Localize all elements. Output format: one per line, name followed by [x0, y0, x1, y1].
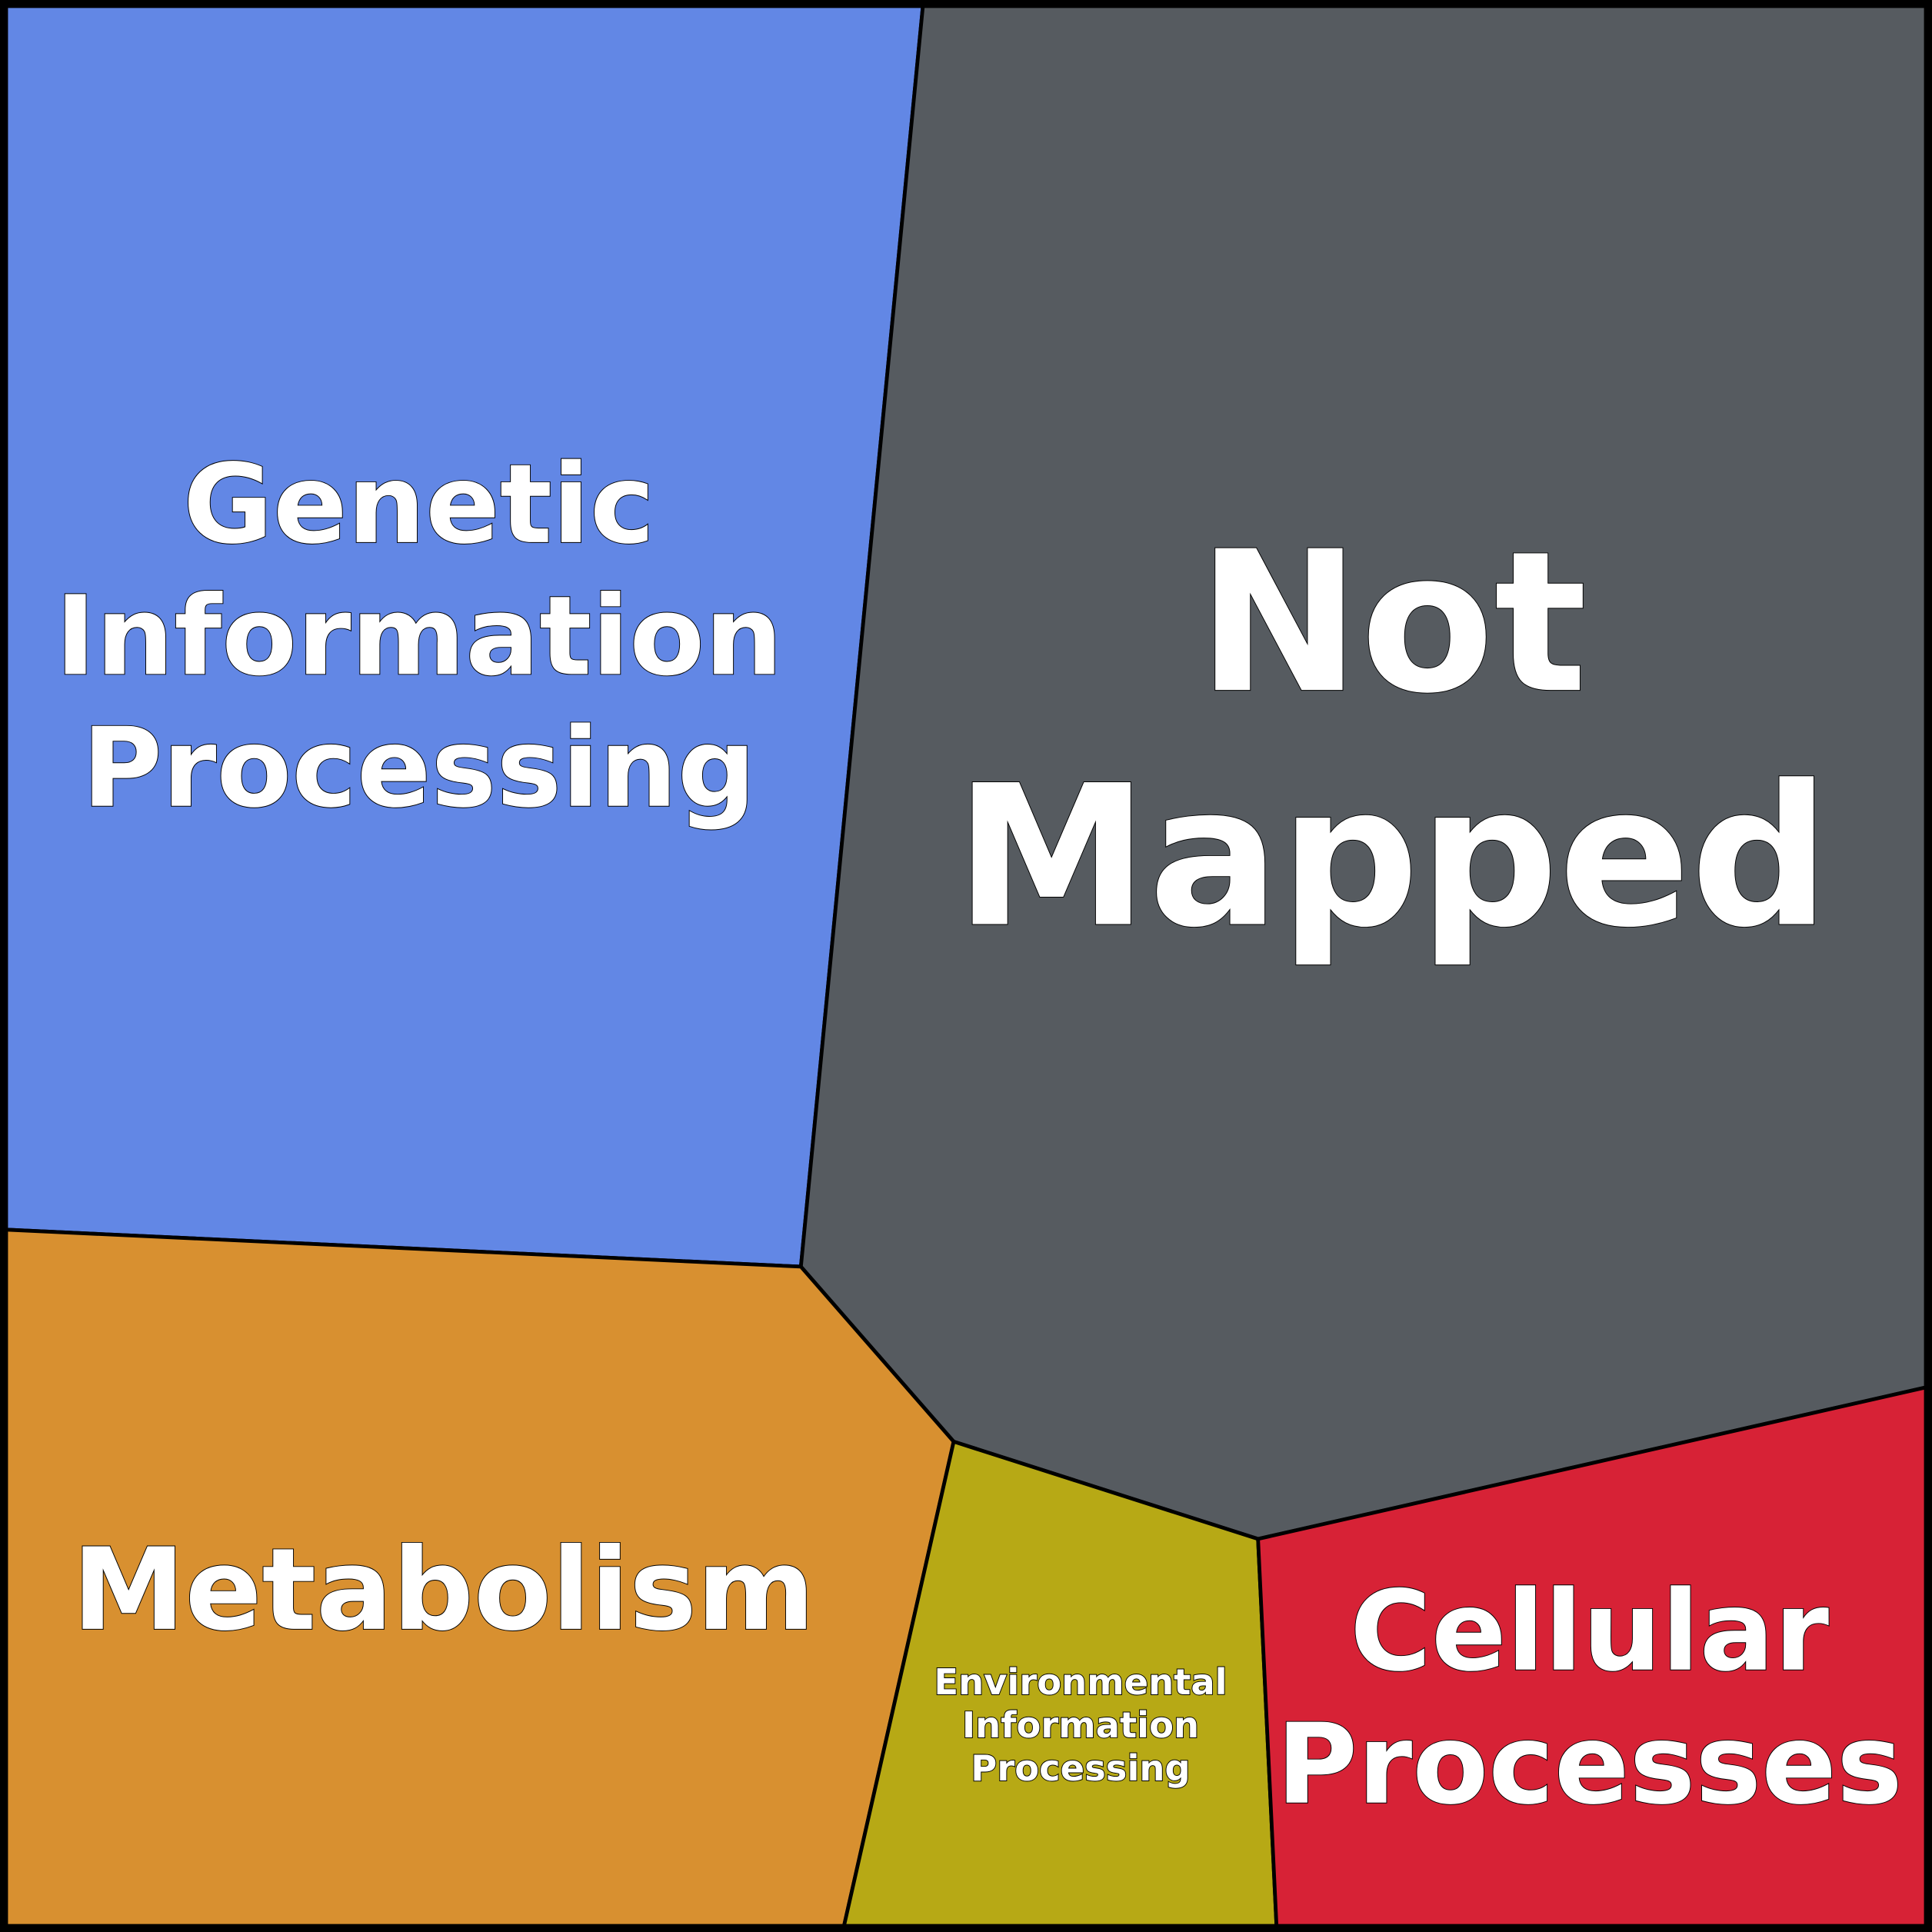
cell-label-not-mapped: Not [1198, 509, 1587, 736]
cell-label-genetic: Genetic [183, 441, 655, 568]
cell-label-environmental: Processing [971, 1747, 1190, 1789]
cell-label-genetic: Processing [82, 705, 756, 832]
cell-label-cellular: Cellular [1350, 1567, 1829, 1697]
cell-label-not-mapped: Mapped [954, 744, 1830, 971]
cell-label-environmental: Information [962, 1704, 1199, 1746]
cell-label-genetic: Information [55, 572, 783, 700]
cell-label-environmental: Environmental [934, 1661, 1227, 1703]
cell-label-cellular: Processes [1276, 1700, 1902, 1830]
cell-label-metabolism: Metabolism [72, 1524, 815, 1656]
